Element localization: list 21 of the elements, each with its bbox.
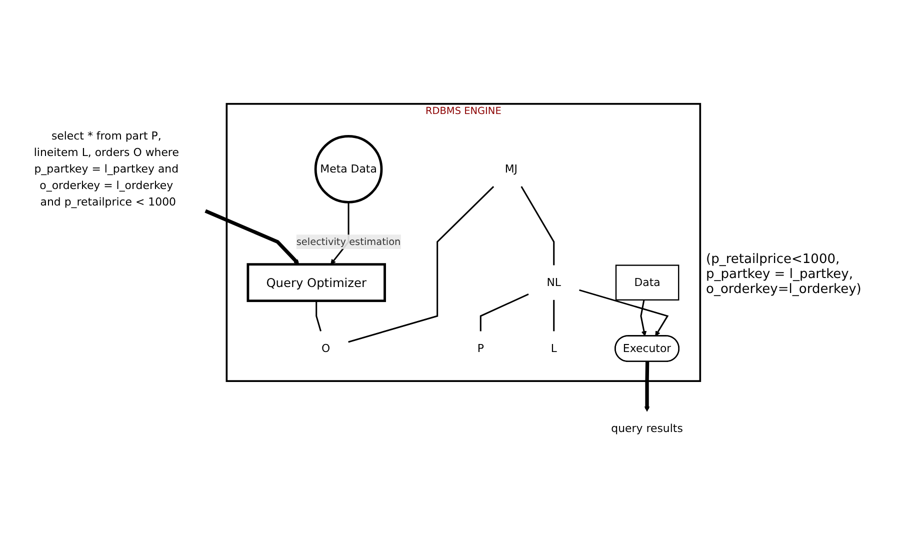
connector bbox=[480, 292, 529, 331]
connector bbox=[520, 186, 555, 265]
arrow bbox=[204, 208, 300, 264]
node-box: Data bbox=[615, 264, 680, 300]
connector bbox=[348, 186, 494, 342]
note-text: (p_retailprice<1000, p_partkey = l_partkey, o_orderkey=l_orderkey) bbox=[706, 252, 862, 297]
node-text: P bbox=[477, 342, 484, 354]
node-circle: Meta Data bbox=[314, 134, 383, 203]
edge-label: selectivity estimation bbox=[296, 235, 401, 247]
node-box: Query Optimizer bbox=[246, 262, 386, 302]
connector bbox=[553, 299, 555, 331]
node-text: select * from part P, lineitem L, orders O where p_partkey = l_partkey and o_orderkey = l_orderkey and p_retailprice < 1000 bbox=[34, 130, 179, 208]
node-text: MJ bbox=[504, 162, 518, 176]
arrow bbox=[644, 361, 650, 412]
connector bbox=[316, 300, 322, 331]
arrow bbox=[579, 288, 669, 336]
arrow bbox=[640, 299, 647, 336]
node-text: O bbox=[321, 342, 330, 354]
node-text: NL bbox=[546, 276, 562, 288]
node-text: query results bbox=[611, 422, 683, 435]
node-text: L bbox=[550, 342, 557, 354]
